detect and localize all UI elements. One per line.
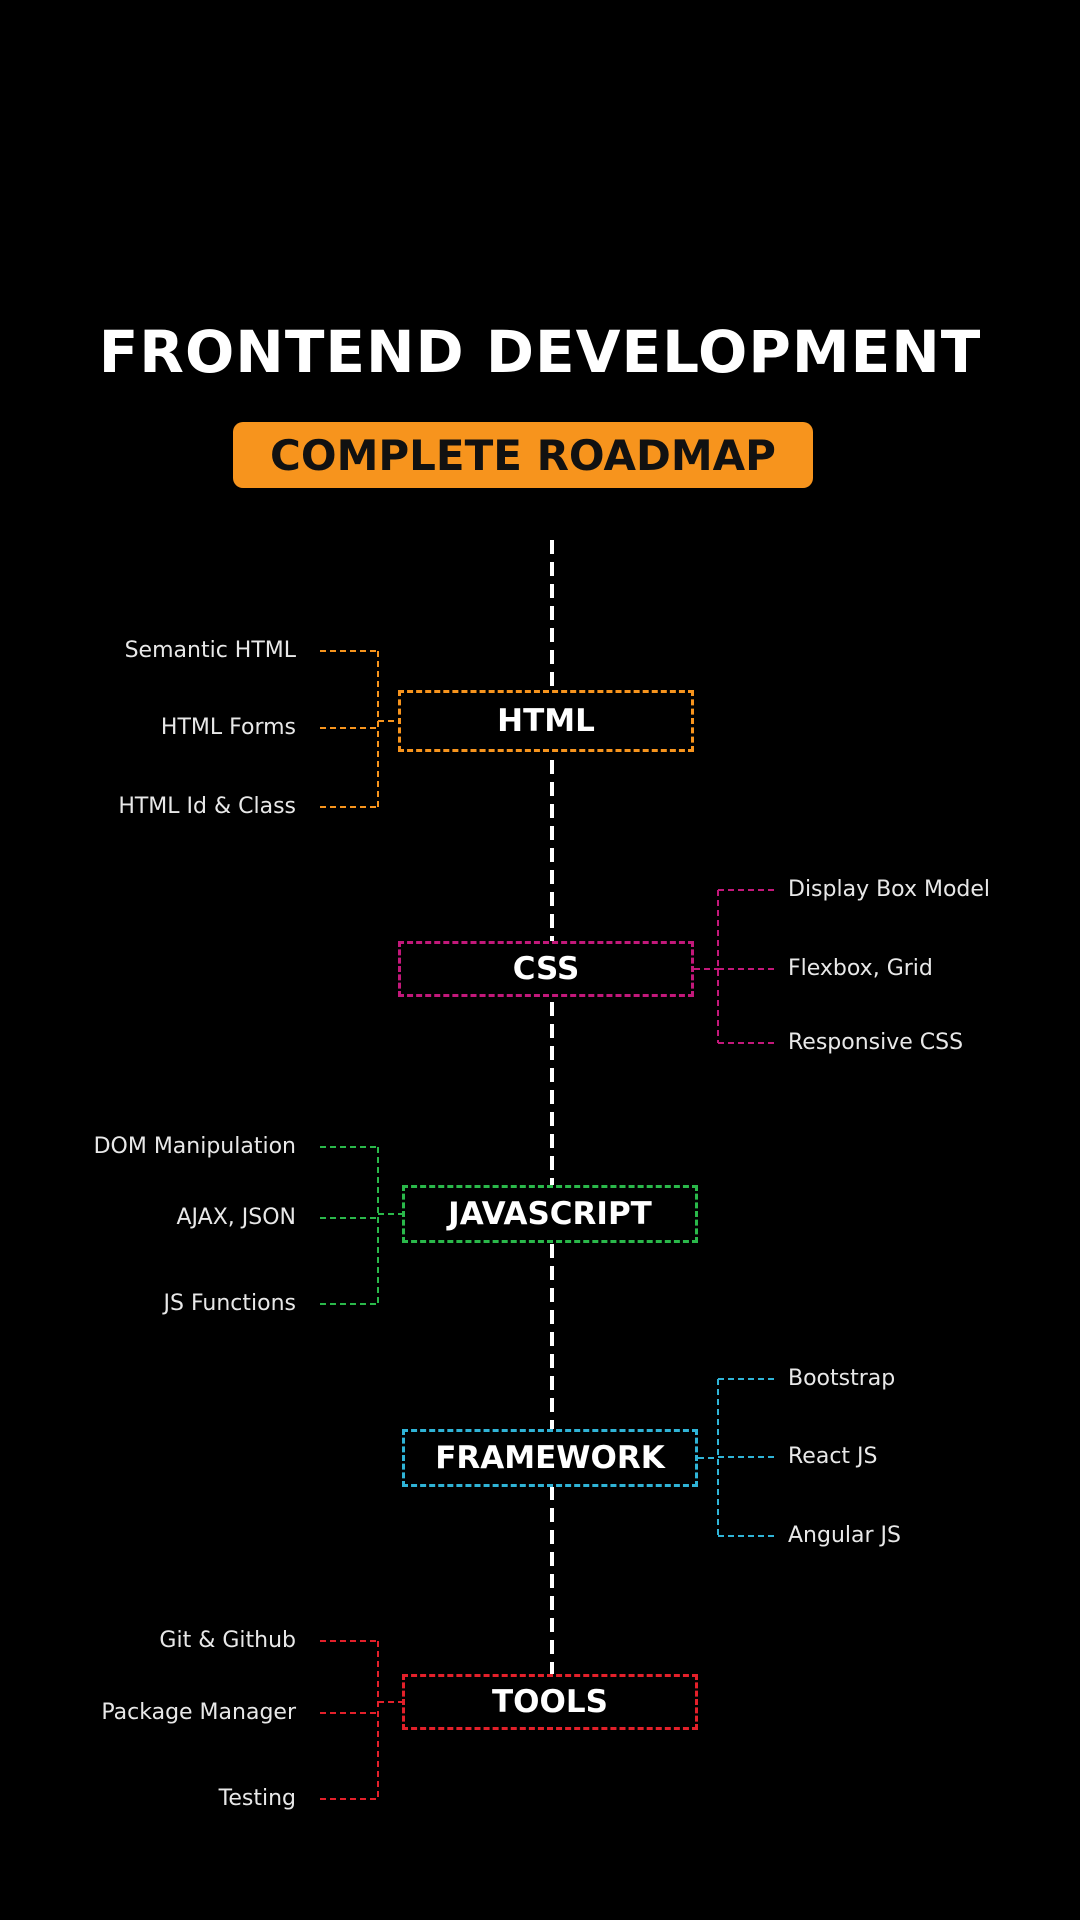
- html-topic-item: HTML Forms: [160, 715, 296, 740]
- stage-javascript: JAVASCRIPT: [402, 1185, 698, 1243]
- tools-topic-item: Testing: [218, 1786, 296, 1811]
- page-title: FRONTEND DEVELOPMENT: [98, 318, 982, 386]
- stage-framework: FRAMEWORK: [402, 1429, 698, 1487]
- css-topic-item: Display Box Model: [788, 877, 991, 902]
- javascript-topic-item: DOM Manipulation: [93, 1134, 296, 1159]
- framework-topic-item: Bootstrap: [788, 1366, 896, 1391]
- stage-css: CSS: [398, 941, 694, 997]
- javascript-topic-item: JS Functions: [163, 1291, 296, 1316]
- html-topic-item: HTML Id & Class: [118, 794, 296, 819]
- javascript-topic-item: AJAX, JSON: [176, 1205, 297, 1230]
- framework-topic-item: React JS: [788, 1444, 878, 1469]
- framework-topic-item: Angular JS: [788, 1523, 901, 1548]
- html-topic-item: Semantic HTML: [124, 638, 296, 663]
- stage-tools: TOOLS: [402, 1674, 698, 1730]
- subtitle-badge: COMPLETE ROADMAP: [233, 422, 813, 488]
- css-topic-item: Flexbox, Grid: [788, 956, 933, 981]
- tools-topic-item: Git & Github: [159, 1628, 296, 1653]
- tools-topic-item: Package Manager: [101, 1700, 296, 1725]
- stage-html: HTML: [398, 690, 694, 752]
- css-topic-item: Responsive CSS: [788, 1030, 964, 1055]
